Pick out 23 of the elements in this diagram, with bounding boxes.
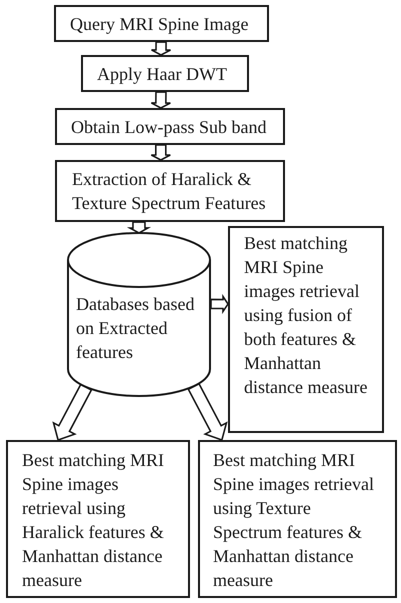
block-arrow	[150, 144, 172, 161]
step-label: Apply Haar DWT	[97, 62, 228, 86]
step-label: Query MRI Spine Image	[70, 12, 250, 36]
block-arrow	[126, 221, 152, 234]
step-label: Best matching MRI Spine images retrieval using fusion of both features & Manhattan distance measure	[244, 232, 368, 399]
block-arrow	[187, 382, 228, 442]
step-label: Obtain Low-pass Sub band	[71, 116, 268, 138]
result-box	[6, 440, 190, 598]
database-cylinder	[67, 232, 211, 397]
block-arrow	[52, 383, 92, 442]
step-label: Best matching MRI Spine images retrieval using Haralick features & Manhattan distance measure	[22, 449, 165, 592]
block-arrow	[150, 91, 172, 109]
step-label: Best matching MRI Spine images retrieval using Texture Spectrum features & Manhattan distance measure	[213, 449, 375, 592]
process-box	[54, 5, 269, 42]
process-box	[55, 108, 285, 145]
block-arrow	[210, 294, 229, 314]
result-box	[228, 226, 384, 433]
process-box	[81, 55, 249, 92]
step-label: Databases based on Extracted features	[76, 293, 196, 364]
block-arrow	[150, 41, 172, 56]
result-box	[198, 440, 397, 598]
process-box	[55, 160, 285, 222]
step-label: Extraction of Haralick & Texture Spectrum Features	[72, 168, 267, 215]
